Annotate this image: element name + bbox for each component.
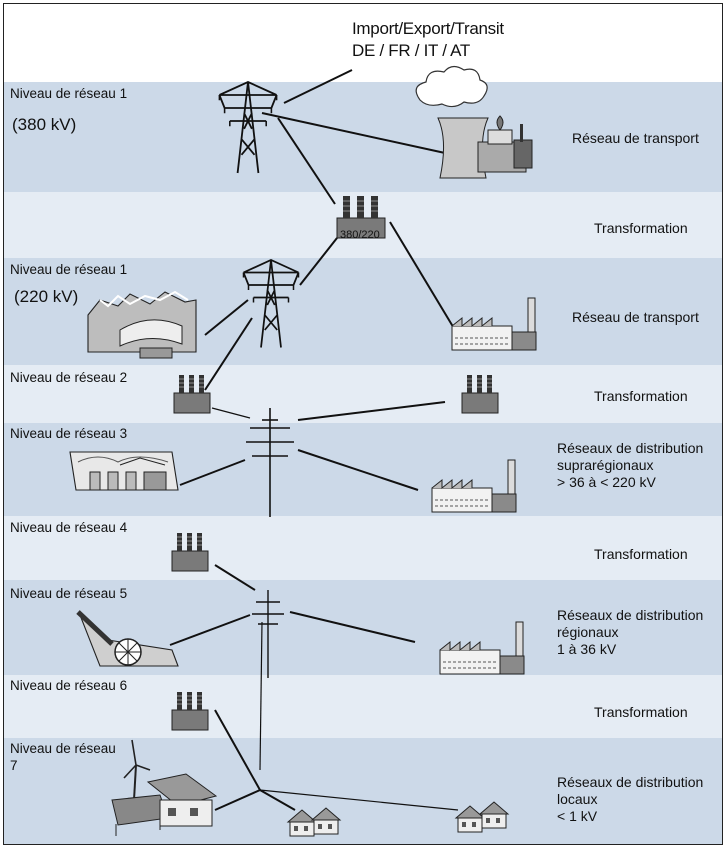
distribution-supra-line-3: > 36 à < 220 kV — [557, 474, 656, 490]
level-1-220-voltage: (220 kV) — [14, 287, 79, 306]
distribution-local-label: Réseaux de distribution locaux < 1 kV — [557, 774, 703, 825]
level-3-label: Niveau de réseau 3 — [10, 426, 128, 441]
transformer-level-2-left-icon — [173, 374, 211, 414]
level-6-label: Niveau de réseau 6 — [10, 678, 128, 693]
distribution-supra-line-1: Réseaux de distribution — [557, 440, 704, 456]
header-line-2: DE / FR / IT / AT — [352, 41, 471, 60]
pole-level-3 — [246, 408, 294, 517]
factory-supra-icon — [431, 459, 517, 513]
distribution-supra-label: Réseaux de distribution suprarégionaux >… — [557, 440, 703, 491]
level-5-label: Niveau de réseau 5 — [10, 586, 128, 601]
small-hydro-icon — [76, 610, 179, 667]
wind-turbine-icon — [123, 739, 151, 801]
transformation-label-4: Transformation — [594, 704, 688, 720]
level-7-label-line-1: Niveau de réseau — [10, 741, 116, 756]
house-icon-4 — [479, 801, 509, 829]
distribution-regional-label: Réseaux de distribution régionaux 1 à 36… — [557, 607, 703, 658]
factory-transport-icon — [451, 297, 537, 351]
diagram-frame — [3, 3, 723, 845]
distribution-regional-line-3: 1 à 36 kV — [557, 641, 617, 657]
pylon-220kv — [242, 259, 300, 349]
transformer-380-220-icon — [336, 196, 386, 239]
header-line-1: Import/Export/Transit — [352, 19, 504, 38]
house-with-solar-icon — [111, 773, 218, 836]
distribution-local-line-3: < 1 kV — [557, 808, 598, 824]
level-7-label-line-2: 7 — [10, 758, 18, 773]
transformation-label-3: Transformation — [594, 546, 688, 562]
level-1-380-voltage: (380 kV) — [12, 115, 77, 134]
hydro-dam-icon — [87, 290, 197, 359]
distribution-regional-line-2: régionaux — [557, 624, 619, 640]
nuclear-plant-icon — [415, 65, 533, 179]
house-icon-2 — [311, 807, 341, 835]
level-1-220-label: Niveau de réseau 1 — [10, 262, 128, 277]
transformation-label-2: Transformation — [594, 388, 688, 404]
level-7-label: Niveau de réseau 7 — [10, 740, 116, 774]
pole-level-5 — [252, 590, 284, 678]
distribution-regional-line-1: Réseaux de distribution — [557, 607, 704, 623]
transformer-label: 380/220 — [340, 229, 380, 241]
factory-regional-icon — [439, 621, 525, 675]
transformer-level-2-right-icon — [461, 374, 499, 414]
pylon-380kv — [218, 81, 278, 174]
band-level-2 — [4, 365, 723, 423]
level-2-label: Niveau de réseau 2 — [10, 370, 128, 385]
transformation-label-1: Transformation — [594, 220, 688, 236]
band-level-4 — [4, 516, 723, 580]
level-4-label: Niveau de réseau 4 — [10, 520, 128, 535]
transport-label-1: Réseau de transport — [572, 130, 699, 146]
band-level-7 — [4, 738, 723, 844]
band-level-1-380 — [4, 82, 723, 192]
connection-lines — [169, 69, 459, 811]
transformer-level-4-icon — [171, 532, 209, 572]
band-level-6 — [4, 675, 723, 738]
distribution-local-line-2: locaux — [557, 791, 598, 807]
house-icon-3 — [455, 805, 485, 833]
distribution-supra-line-2: suprarégionaux — [557, 457, 654, 473]
transport-label-2: Réseau de transport — [572, 309, 699, 325]
header-import-export: Import/Export/Transit DE / FR / IT / AT — [352, 18, 504, 62]
transformer-level-6-icon — [171, 691, 209, 731]
house-icon-1 — [287, 809, 317, 837]
run-of-river-plant-icon — [69, 451, 179, 491]
level-1-380-label: Niveau de réseau 1 — [10, 86, 128, 101]
distribution-local-line-1: Réseaux de distribution — [557, 774, 704, 790]
